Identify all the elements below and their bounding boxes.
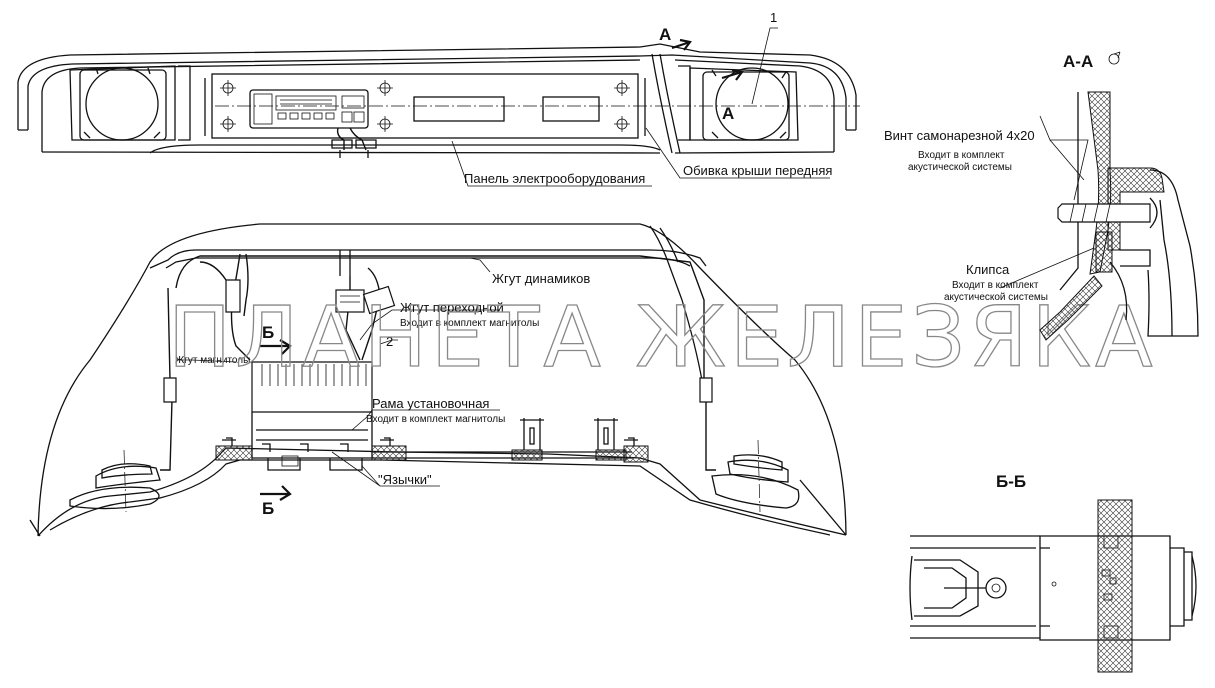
label-clip-note-1: Входит в комплект (952, 280, 1039, 291)
label-radio-harness: Жгут магнитолы (175, 355, 250, 366)
callout-2: 2 (386, 334, 393, 349)
right-speaker (711, 439, 800, 513)
mounting-rail (215, 418, 649, 463)
section-mark-b-bottom: Б (262, 499, 274, 518)
label-speaker-harness: Жгут динамиков (492, 271, 590, 286)
section-mark-b-top: Б (262, 323, 274, 342)
label-mounting-frame-note: Входит в комплект магнитолы (366, 414, 505, 425)
watermark: ПЛАНЕТА ЖЕЛЕЗЯКА (168, 288, 1157, 386)
radio-head-unit (249, 89, 369, 129)
radio-body (251, 361, 373, 471)
section-mark-a-speaker: A (722, 104, 734, 123)
label-electrical-panel: Панель электрооборудования (464, 171, 645, 186)
section-bb-title: Б-Б (996, 472, 1026, 491)
section-mark-a-top: A (659, 25, 671, 44)
label-tabs: "Язычки" (378, 472, 432, 487)
section-bb-detail (909, 499, 1197, 673)
label-adapter-harness-note: Входит в комплект магнитолы (400, 318, 539, 329)
front-view (29, 223, 847, 537)
label-mounting-frame: Рама установочная (372, 396, 489, 411)
label-clip-note-2: акустической системы (944, 292, 1048, 303)
section-aa-title: А-А (1063, 52, 1093, 71)
label-clip: Клипса (966, 262, 1010, 277)
label-roof-trim: Обивка крыши передняя (683, 163, 832, 178)
top-view (17, 27, 860, 187)
label-adapter-harness: Жгут переходной (400, 300, 504, 315)
label-screw-note-2: акустической системы (908, 162, 1012, 173)
section-aa-detail (999, 51, 1199, 341)
left-speaker (69, 449, 161, 513)
label-screw: Винт самонарезной 4х20 (884, 128, 1035, 143)
callout-1: 1 (770, 10, 777, 25)
label-screw-note-1: Входит в комплект (918, 150, 1005, 161)
panel-screw-holes (220, 80, 630, 132)
